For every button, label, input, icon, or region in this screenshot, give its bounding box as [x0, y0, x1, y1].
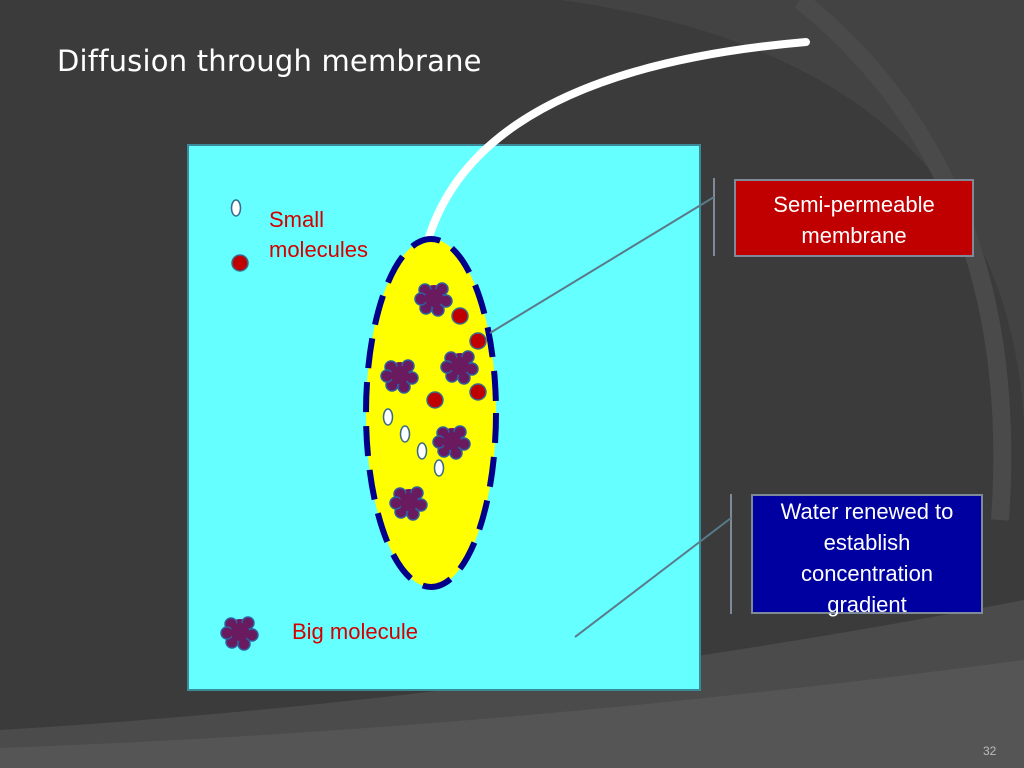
- semi-permeable-callout: Semi-permeable membrane: [734, 179, 974, 257]
- small-molecule-white: [382, 408, 394, 426]
- small-molecule-white-legend: [230, 199, 242, 217]
- small-molecule-red: [426, 391, 444, 409]
- semi-permeable-callout-text: Semi-permeable membrane: [773, 192, 935, 248]
- small-molecule-red: [451, 307, 469, 325]
- page-number: 32: [983, 744, 997, 758]
- water-renewed-callout-text: Water renewed to establish concentration…: [780, 499, 954, 617]
- big-molecule-label: Big molecule: [292, 619, 418, 644]
- bag-string: [424, 38, 810, 244]
- small-molecule-white: [433, 459, 445, 477]
- slide-title: Diffusion through membrane: [57, 44, 482, 78]
- small-molecule-red-legend: [231, 254, 249, 272]
- background-bottom-band-light: [0, 660, 1024, 768]
- small-molecules-label: Small molecules: [269, 207, 369, 262]
- water-renewed-callout: Water renewed to establish concentration…: [751, 494, 983, 617]
- small-molecule-white: [399, 425, 411, 443]
- water-callout-pointer: [574, 517, 732, 638]
- small-molecule-red: [469, 383, 487, 401]
- semi-callout-pointer: [489, 196, 715, 334]
- small-molecule-red: [469, 332, 487, 350]
- small-molecule-white: [416, 442, 428, 460]
